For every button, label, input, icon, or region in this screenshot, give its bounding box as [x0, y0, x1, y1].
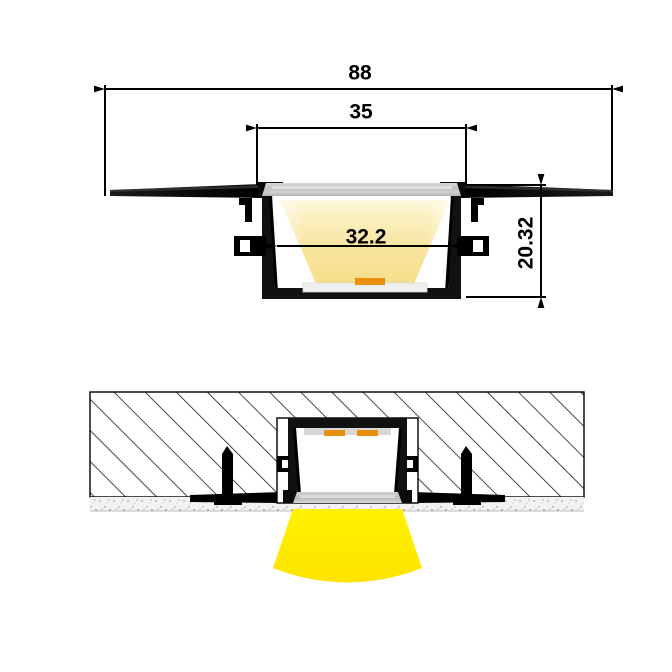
tapered-drywall-flange-left: [110, 184, 262, 198]
recess-width-label: 35: [349, 101, 373, 124]
mounting-groove-left: [234, 236, 266, 256]
channel-body-installed: [277, 418, 418, 503]
installation-view: [89, 391, 585, 583]
dimension-inner-width: 32.2: [266, 226, 460, 250]
diffuser-lens-installed: [293, 492, 402, 503]
tapered-drywall-flange-right: [461, 184, 613, 198]
led-strip-top: [302, 278, 428, 293]
height-label: 20.32: [515, 217, 538, 270]
dimension-height: 20.32: [466, 174, 546, 308]
cast-light-beam: [273, 509, 422, 583]
installed-flange-right: [412, 492, 505, 503]
led-chip-right: [357, 430, 378, 436]
installed-flange-left: [190, 492, 283, 503]
led-chip: [355, 278, 385, 285]
dimension-overall-width: 88: [94, 62, 623, 196]
mounting-groove-right: [457, 236, 489, 256]
inner-width-label: 32.2: [346, 226, 387, 249]
dimension-recess-width: 35: [246, 101, 477, 196]
led-strip-bottom: [304, 428, 391, 436]
cross-section-view: 88 35: [94, 62, 623, 308]
overall-width-label: 88: [348, 62, 372, 85]
upper-clip-right: [471, 198, 484, 222]
led-chip-left: [324, 430, 345, 436]
upper-clip-left: [239, 198, 252, 222]
diffuser-lens: [262, 183, 461, 196]
